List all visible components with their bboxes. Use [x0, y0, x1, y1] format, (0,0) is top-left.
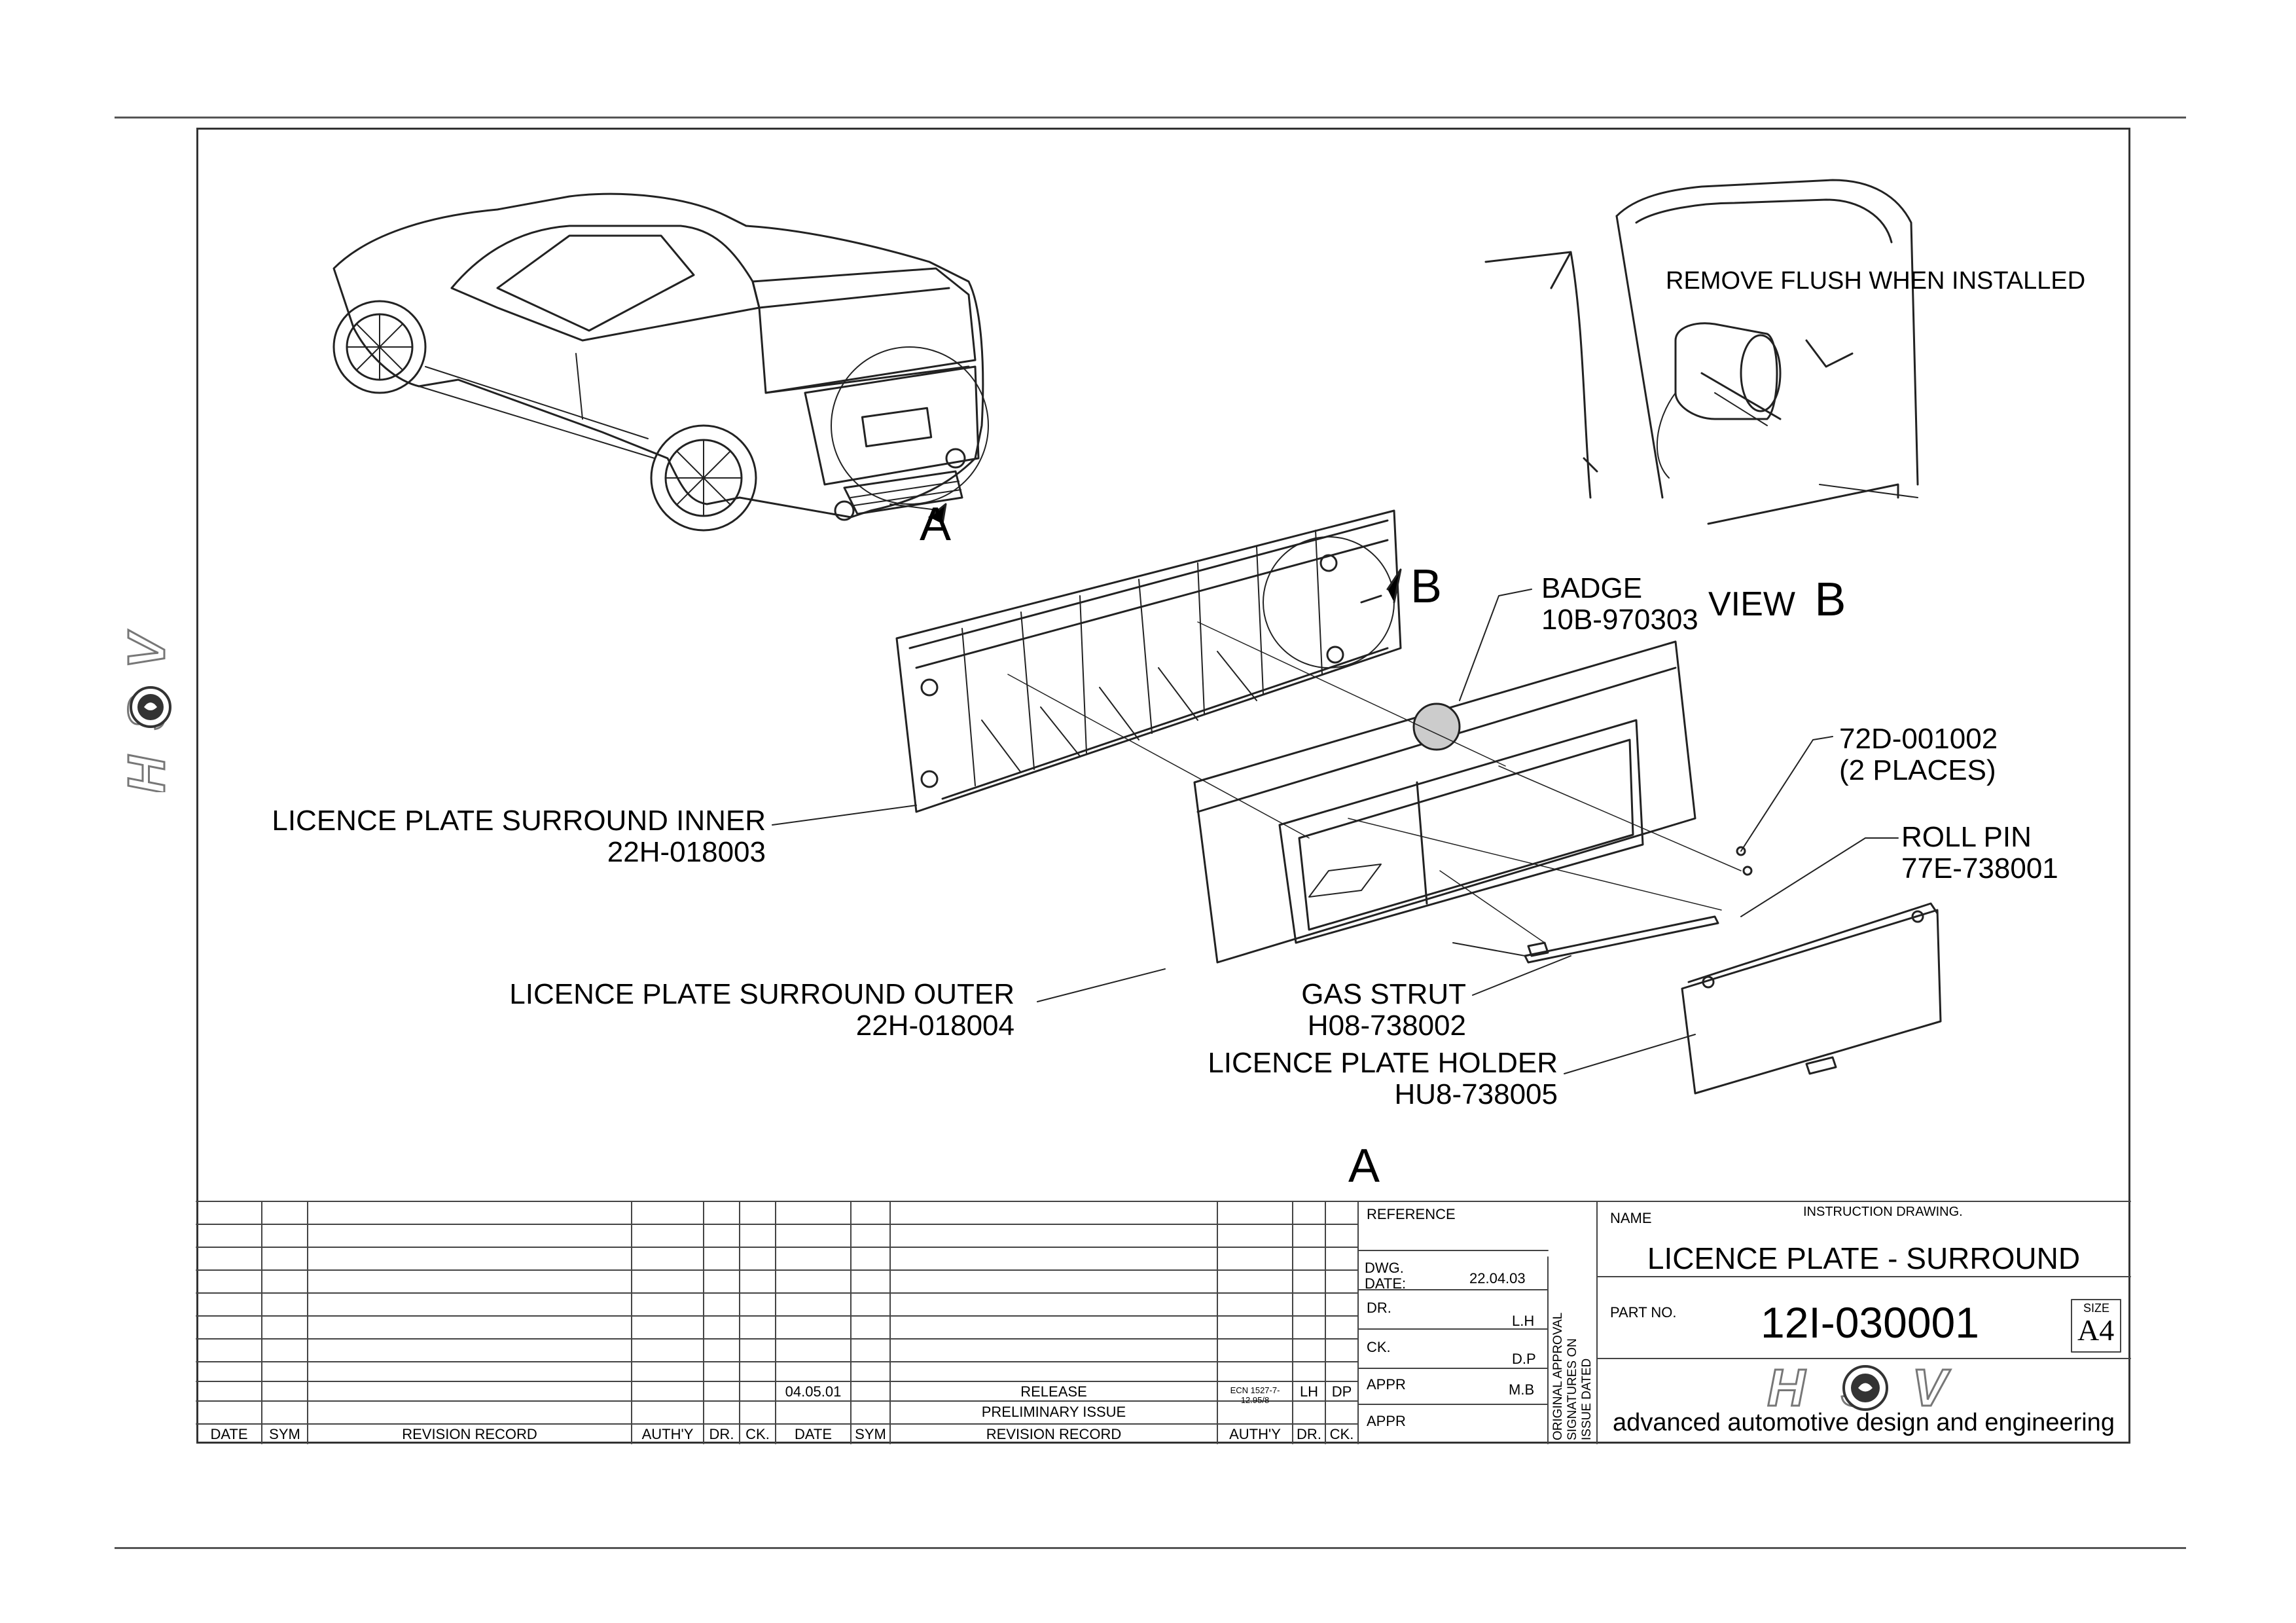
rev-header-dr: DR.: [709, 1426, 734, 1442]
release-record: RELEASE: [1020, 1383, 1087, 1400]
release-ck: DP: [1331, 1383, 1352, 1400]
ck-label: CK.: [1367, 1339, 1391, 1355]
callout-name: ROLL PIN: [1901, 821, 2032, 853]
callout-part-no: 22H-018003: [607, 836, 766, 868]
view-b-note: REMOVE FLUSH WHEN INSTALLED: [1666, 267, 2086, 295]
rev-header-record-2: REVISION RECORD: [986, 1426, 1122, 1442]
view-b-title: VIEW B: [1708, 573, 1846, 627]
licence-plate-surround-outer: [1193, 640, 1696, 964]
callout-name: LICENCE PLATE SURROUND INNER: [272, 805, 766, 837]
dr-label: DR.: [1367, 1300, 1391, 1316]
callout-surround-inner: LICENCE PLATE SURROUND INNER 22H-018003: [249, 805, 766, 868]
callout-name: LICENCE PLATE SURROUND OUTER: [509, 978, 1014, 1010]
drawing-sheet: [196, 128, 2130, 1444]
callout-name: BADGE: [1541, 572, 1643, 604]
approval-note-line: ISSUE DATED: [1580, 1358, 1594, 1440]
top-rule: [115, 117, 2186, 119]
sheet-size: A4: [2077, 1313, 2115, 1347]
company-logo: HSV: [1767, 1359, 1983, 1417]
callout-part-no: 22H-018004: [855, 1010, 1014, 1042]
bottom-rule: [115, 1547, 2186, 1549]
approval-note: ORIGINAL APPROVAL SIGNATURES ON ISSUE DA…: [1551, 1313, 1594, 1440]
rev-header-dr-2: DR.: [1297, 1426, 1321, 1442]
approval-note-line: SIGNATURES ON: [1566, 1338, 1579, 1440]
appr2-label: APPR: [1367, 1413, 1406, 1429]
part-no-label: PART NO.: [1610, 1304, 1677, 1321]
marker-a-car: A: [920, 498, 952, 551]
preliminary-issue: PRELIMINARY ISSUE: [981, 1404, 1126, 1420]
size-label: SIZE: [2083, 1302, 2110, 1315]
rev-header-sym: SYM: [269, 1426, 300, 1442]
ck-initials: D.P: [1512, 1351, 1536, 1367]
callout-72d-001002: 72D-001002 (2 PLACES): [1839, 723, 1998, 786]
rev-header-date-2: DATE: [794, 1426, 833, 1442]
callout-surround-outer: LICENCE PLATE SURROUND OUTER 22H-018004: [497, 979, 1014, 1042]
dwg-date: 22.04.03: [1469, 1270, 1526, 1286]
rev-header-ck: CK.: [745, 1426, 770, 1442]
release-auth: ECN 1527-7-12.95/8: [1230, 1385, 1280, 1405]
release-date: 04.05.01: [785, 1383, 842, 1400]
rev-header-sym-2: SYM: [855, 1426, 886, 1442]
view-letter: B: [1814, 574, 1846, 626]
car-illustration: [332, 192, 989, 532]
callout-part-no: (2 PLACES): [1839, 754, 1996, 786]
dwg-date-label: DWG. DATE:: [1365, 1260, 1407, 1292]
part-number: 12I-030001: [1761, 1298, 1979, 1347]
company-tagline: advanced automotive design and engineeri…: [1613, 1409, 2115, 1436]
leader-lines: [772, 589, 1899, 1074]
callout-part-no: 10B-970303: [1541, 604, 1698, 636]
callout-plate-holder: LICENCE PLATE HOLDER HU8-738005: [1152, 1048, 1558, 1110]
gas-strut-and-plate-holder: [1452, 846, 1942, 1095]
callout-name: LICENCE PLATE HOLDER: [1208, 1047, 1558, 1079]
view-b-detail: [1484, 179, 1919, 525]
view-label: VIEW: [1708, 585, 1795, 623]
rev-header-ck-2: CK.: [1329, 1426, 1354, 1442]
name-label: NAME: [1610, 1210, 1652, 1226]
marker-a-view: A: [1348, 1140, 1380, 1192]
marker-b-detail: B: [1410, 560, 1443, 613]
hsv-side-logo-icon: HSV: [121, 609, 177, 792]
callout-badge: BADGE 10B-970303: [1541, 573, 1698, 636]
appr-initials: M.B: [1509, 1381, 1535, 1398]
callout-name: GAS STRUT: [1301, 978, 1466, 1010]
callout-part-no: HU8-738005: [1394, 1078, 1558, 1110]
assembly-lines: [1007, 621, 1742, 943]
rev-header-auth-2: AUTH'Y: [1229, 1426, 1281, 1442]
appr-label: APPR: [1367, 1376, 1406, 1393]
title-block-grid: [196, 1201, 2131, 1444]
reference-label: REFERENCE: [1367, 1206, 1456, 1222]
callout-part-no: 77E-738001: [1901, 852, 2058, 884]
callout-roll-pin: ROLL PIN 77E-738001: [1901, 822, 2058, 884]
side-logo: HSV: [121, 609, 180, 792]
approval-note-line: ORIGINAL APPROVAL: [1551, 1312, 1565, 1440]
callout-name: 72D-001002: [1839, 723, 1998, 755]
callout-part-no: H08-738002: [1307, 1010, 1466, 1042]
hsv-logo-icon: HSV: [1767, 1359, 1948, 1417]
release-dr: LH: [1299, 1383, 1319, 1400]
callout-gas-strut: GAS STRUT H08-738002: [1230, 979, 1466, 1042]
rev-header-record: REVISION RECORD: [402, 1426, 537, 1442]
licence-plate-surround-inner: [895, 509, 1402, 813]
rev-header-date: DATE: [210, 1426, 248, 1442]
dr-initials: L.H: [1512, 1313, 1535, 1329]
rev-header-auth: AUTH'Y: [641, 1426, 694, 1442]
drawing-type: INSTRUCTION DRAWING.: [1803, 1205, 1963, 1219]
drawing-title: LICENCE PLATE - SURROUND: [1647, 1241, 2081, 1275]
